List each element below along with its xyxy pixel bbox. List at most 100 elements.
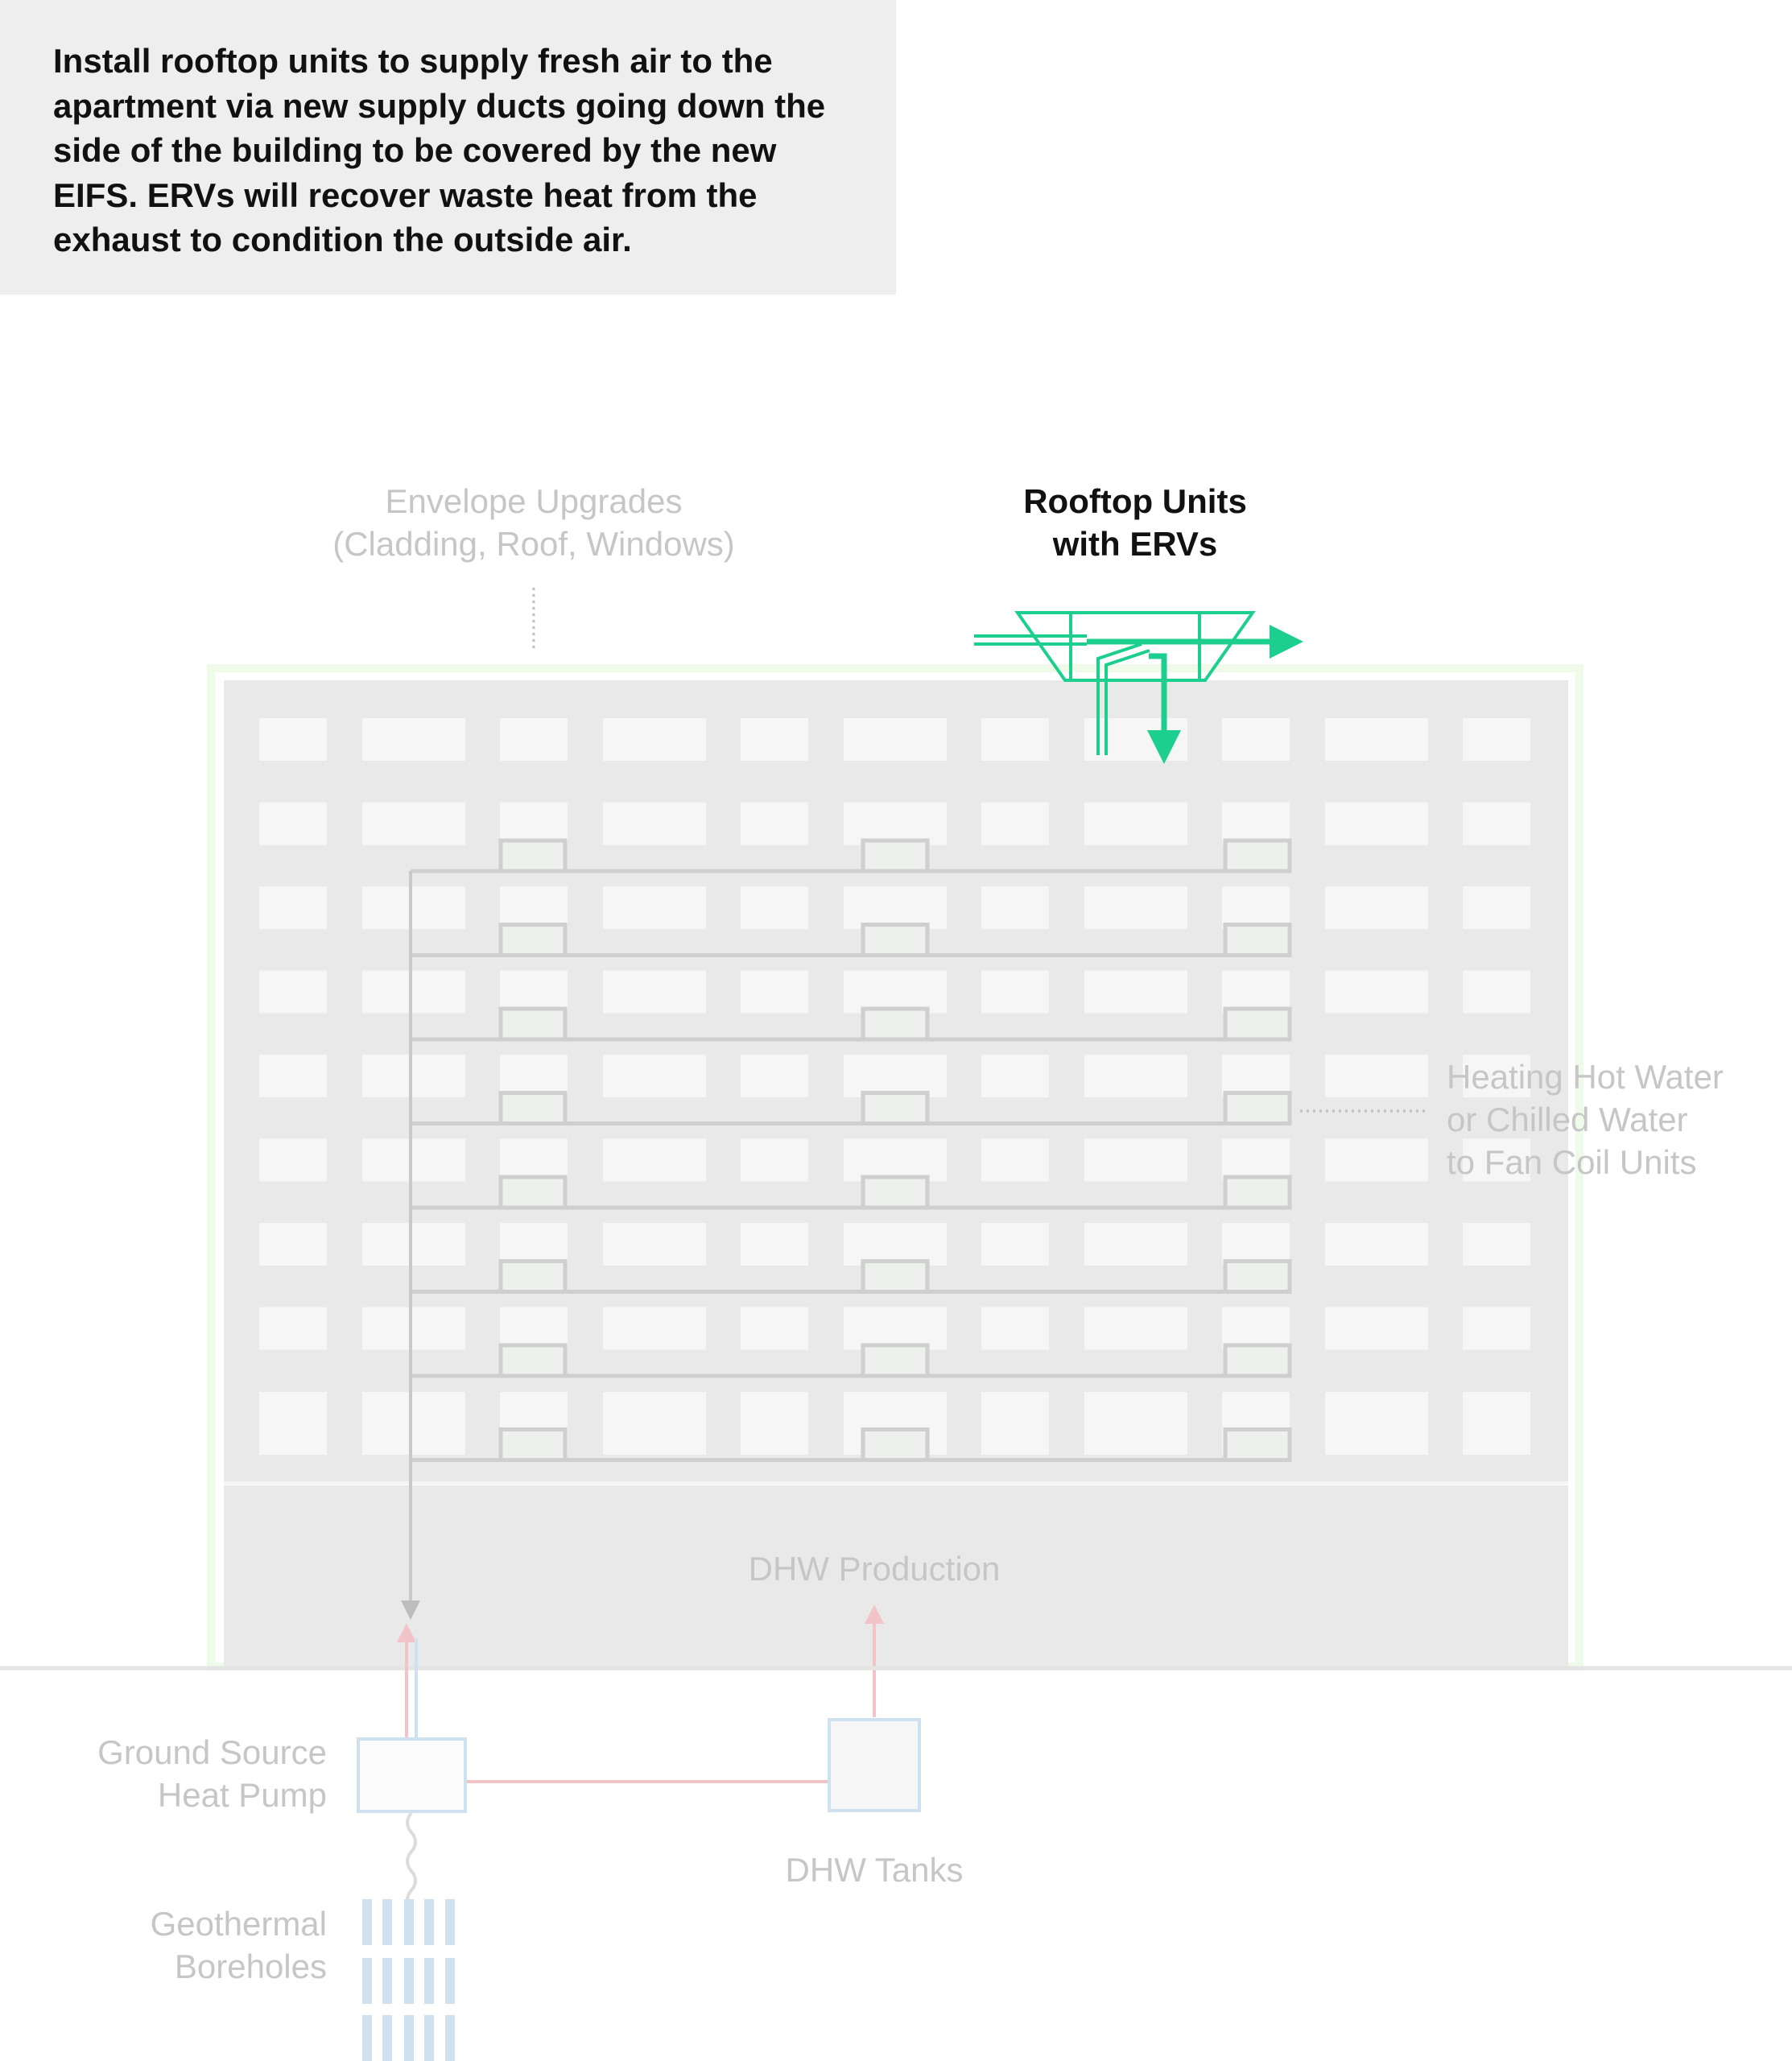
- window: [603, 718, 706, 761]
- window: [1084, 1055, 1187, 1097]
- window: [1463, 1223, 1530, 1266]
- label-envelope-line2: (Cladding, Roof, Windows): [332, 525, 735, 563]
- window: [741, 1138, 808, 1182]
- window: [500, 1055, 568, 1097]
- window: [741, 970, 808, 1014]
- fan-coil-unit: [861, 838, 930, 874]
- label-envelope-upgrades: Envelope Upgrades (Cladding, Roof, Windo…: [292, 480, 775, 565]
- geothermal-boreholes: [362, 1899, 455, 2061]
- borehole: [362, 1958, 372, 2004]
- window: [981, 970, 1049, 1014]
- window: [1222, 802, 1290, 845]
- window: [259, 718, 327, 761]
- label-envelope-line1: Envelope Upgrades: [385, 482, 683, 520]
- borehole: [382, 2015, 392, 2061]
- window: [500, 718, 568, 761]
- window: [981, 802, 1049, 845]
- fan-coil-unit: [861, 1006, 930, 1042]
- borehole: [445, 2015, 455, 2061]
- window: [1463, 1055, 1530, 1097]
- window: [1463, 970, 1530, 1014]
- window: [362, 886, 465, 929]
- dhw-tanks-box: [828, 1718, 921, 1812]
- window: [1084, 886, 1187, 929]
- window: [362, 802, 465, 845]
- borehole: [362, 1899, 372, 1945]
- window: [1084, 1392, 1187, 1455]
- window: [500, 1307, 568, 1350]
- window: [500, 1138, 568, 1182]
- label-rooftop-line2: with ERVs: [1052, 525, 1218, 563]
- window: [1325, 718, 1428, 761]
- window: [741, 1223, 808, 1266]
- fan-coil-unit: [861, 1259, 930, 1294]
- window: [362, 1055, 465, 1097]
- window: [1084, 970, 1187, 1014]
- label-ground-source-heat-pump: Ground Source Heat Pump: [16, 1731, 327, 1816]
- label-heating-line1: Heating Hot Water: [1447, 1058, 1724, 1096]
- window: [500, 802, 568, 845]
- callout-text: Install rooftop units to supply fresh ai…: [53, 42, 826, 258]
- window: [844, 802, 947, 845]
- borehole: [404, 2015, 414, 2061]
- window: [1222, 886, 1290, 929]
- window: [603, 1055, 706, 1097]
- window: [844, 1138, 947, 1182]
- rooftop-unit-erv: [974, 611, 1256, 682]
- fan-coil-unit: [1223, 1427, 1292, 1462]
- window: [1325, 802, 1428, 845]
- window: [362, 1392, 465, 1455]
- dhw-production-zone: [224, 1485, 1568, 1667]
- label-heating-line3: to Fan Coil Units: [1447, 1143, 1697, 1181]
- fan-coil-unit: [498, 923, 568, 957]
- label-rooftop-line1: Rooftop Units: [1023, 482, 1247, 520]
- window: [1325, 1223, 1428, 1266]
- window: [1084, 718, 1187, 761]
- window: [362, 970, 465, 1014]
- window: [844, 718, 947, 761]
- window: [603, 886, 706, 929]
- fan-coil-unit: [1223, 1259, 1292, 1294]
- window: [1325, 1392, 1428, 1455]
- label-dhw-tanks-text: DHW Tanks: [785, 1851, 964, 1889]
- fan-coil-unit: [1223, 1091, 1292, 1125]
- fan-coil-unit: [498, 1006, 568, 1042]
- callout-box: Install rooftop units to supply fresh ai…: [0, 0, 896, 295]
- label-dhw-production-text: DHW Production: [748, 1550, 1001, 1588]
- fan-coil-unit: [1223, 923, 1292, 957]
- label-heating-line2: or Chilled Water: [1447, 1101, 1688, 1138]
- window: [259, 1392, 327, 1455]
- label-geothermal-boreholes: Geothermal Boreholes: [16, 1902, 327, 1988]
- window: [603, 802, 706, 845]
- window: [1222, 1138, 1290, 1182]
- window: [1463, 1392, 1530, 1455]
- window: [259, 1138, 327, 1182]
- fan-coil-unit: [1223, 1175, 1292, 1210]
- window: [981, 718, 1049, 761]
- fan-coil-unit: [861, 1427, 930, 1462]
- window: [362, 718, 465, 761]
- label-heat-pump-line1: Ground Source: [97, 1733, 327, 1771]
- borehole: [404, 1958, 414, 2004]
- fan-coil-unit: [861, 1343, 930, 1378]
- supply-duct-return: [1096, 642, 1150, 755]
- fan-coil-unit: [1223, 1006, 1292, 1042]
- window: [844, 1307, 947, 1350]
- fan-coil-unit: [498, 1175, 568, 1210]
- window: [741, 802, 808, 845]
- window: [603, 1223, 706, 1266]
- window: [844, 886, 947, 929]
- fan-coil-unit: [1223, 1343, 1292, 1378]
- label-boreholes-line2: Boreholes: [174, 1947, 327, 1985]
- window: [1084, 1223, 1187, 1266]
- fan-coil-unit: [1223, 838, 1292, 874]
- borehole: [424, 2015, 434, 2061]
- window: [1084, 1307, 1187, 1350]
- window: [1222, 970, 1290, 1014]
- window: [1325, 1138, 1428, 1182]
- window: [603, 1307, 706, 1350]
- fan-coil-unit: [498, 1091, 568, 1125]
- label-dhw-production: DHW Production: [673, 1547, 1076, 1590]
- window: [1325, 886, 1428, 929]
